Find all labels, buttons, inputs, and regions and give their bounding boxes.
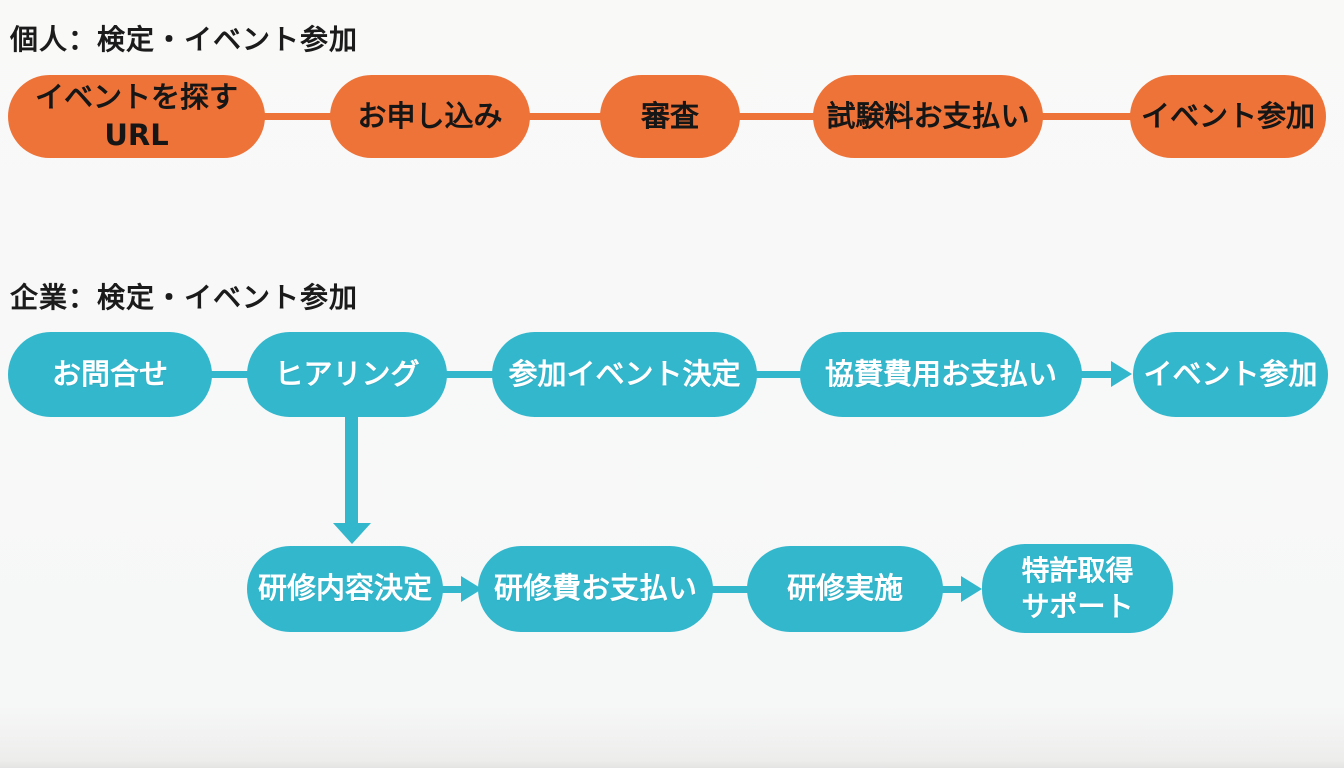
node-label: 試験料お支払い bbox=[826, 98, 1030, 133]
node-label: お問合せ bbox=[51, 356, 168, 391]
connector-line bbox=[1036, 113, 1136, 120]
connector-line bbox=[524, 113, 606, 120]
node-event-participation: イベント参加 bbox=[1130, 75, 1326, 158]
node-inquiry: お問合せ bbox=[8, 332, 212, 417]
connector-line bbox=[710, 586, 750, 593]
corporate-section-heading: 企業：検定・イベント参加 bbox=[10, 281, 359, 314]
node-event-selection: 参加イベント決定 bbox=[492, 332, 757, 417]
arrow-right-icon bbox=[961, 576, 982, 602]
node-label: 特許取得 bbox=[1021, 553, 1134, 587]
node-label: 研修実施 bbox=[786, 571, 903, 606]
connector-line bbox=[441, 371, 498, 378]
node-label: 協賛費用お支払い bbox=[824, 356, 1057, 391]
individual-section-heading: 個人：検定・イベント参加 bbox=[10, 23, 359, 56]
connector-line-vertical bbox=[345, 415, 358, 525]
node-sponsor-fee-payment: 協賛費用お支払い bbox=[800, 332, 1082, 417]
node-label-line2: URL bbox=[104, 117, 169, 152]
node-application: お申し込み bbox=[330, 75, 530, 158]
connector-line bbox=[258, 113, 336, 120]
node-label: 研修内容決定 bbox=[257, 571, 432, 606]
node-label: お申し込み bbox=[357, 98, 503, 133]
node-label: イベント参加 bbox=[1140, 98, 1315, 133]
node-exam-fee-payment: 試験料お支払い bbox=[813, 75, 1043, 158]
node-training-fee-payment: 研修費お支払い bbox=[478, 546, 713, 632]
connector-line bbox=[440, 586, 463, 593]
node-label: イベント参加 bbox=[1143, 356, 1318, 391]
node-label: ヒアリング bbox=[274, 356, 420, 391]
node-label: 研修費お支払い bbox=[493, 571, 697, 606]
arrow-down-icon bbox=[333, 523, 371, 544]
connector-line bbox=[734, 113, 819, 120]
connector-line bbox=[751, 371, 806, 378]
connector-line bbox=[1078, 371, 1112, 378]
connector-line bbox=[206, 371, 253, 378]
node-hearing: ヒアリング bbox=[247, 332, 447, 417]
node-label-line2: サポート bbox=[1021, 589, 1134, 623]
node-find-event-url: イベントを探す URL bbox=[8, 75, 265, 158]
node-screening: 審査 bbox=[600, 75, 740, 158]
node-event-participation-corporate: イベント参加 bbox=[1133, 332, 1328, 417]
node-label: 参加イベント決定 bbox=[508, 356, 741, 391]
node-training-implementation: 研修実施 bbox=[747, 546, 943, 632]
node-patent-support: 特許取得 サポート bbox=[982, 544, 1173, 633]
arrow-right-icon bbox=[1111, 361, 1132, 387]
node-training-content-decision: 研修内容決定 bbox=[247, 546, 443, 632]
node-label: イベントを探す bbox=[34, 80, 238, 115]
connector-line bbox=[940, 586, 963, 593]
node-label: 審査 bbox=[640, 98, 699, 133]
arrow-right-icon bbox=[461, 576, 482, 602]
